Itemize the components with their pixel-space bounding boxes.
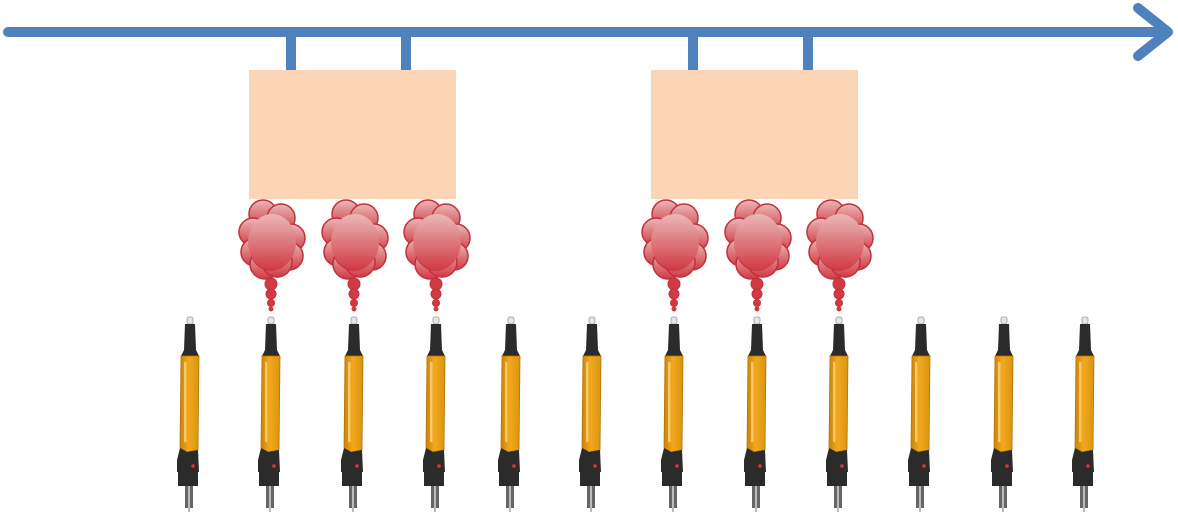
spray-clouds <box>238 199 874 312</box>
arrow-head-icon <box>1133 3 1173 61</box>
spray-cloud-icon <box>321 199 389 312</box>
spray-cloud-icon <box>806 199 874 312</box>
spray-gun-icon <box>744 316 767 512</box>
spray-gun-icon <box>423 316 446 512</box>
spray-gun-icon <box>908 316 931 512</box>
spray-gun-icon <box>661 316 684 512</box>
spray-cloud-icon <box>403 199 471 312</box>
spray-gun-icon <box>579 316 602 512</box>
spray-gun-icon <box>498 316 521 512</box>
spray-cloud-icon <box>641 199 709 312</box>
conveyor <box>3 3 1173 61</box>
spray-gun-icon <box>826 316 849 512</box>
painted-part <box>651 70 858 199</box>
spray-gun-icon <box>991 316 1014 512</box>
spray-gun-icon <box>258 316 281 512</box>
painted-part <box>249 70 456 199</box>
spray-guns <box>177 316 1095 512</box>
hangers <box>286 32 813 72</box>
spray-gun-icon <box>177 316 200 512</box>
hanger-hook <box>803 32 813 72</box>
hanger-hook <box>286 32 296 72</box>
hanger-hook <box>401 32 411 72</box>
spray-cloud-icon <box>238 199 306 312</box>
parts <box>249 70 858 199</box>
spray-cloud-icon <box>724 199 792 312</box>
hanger-hook <box>688 32 698 72</box>
spray-gun-icon <box>1072 316 1095 512</box>
spray-gun-icon <box>341 316 364 512</box>
